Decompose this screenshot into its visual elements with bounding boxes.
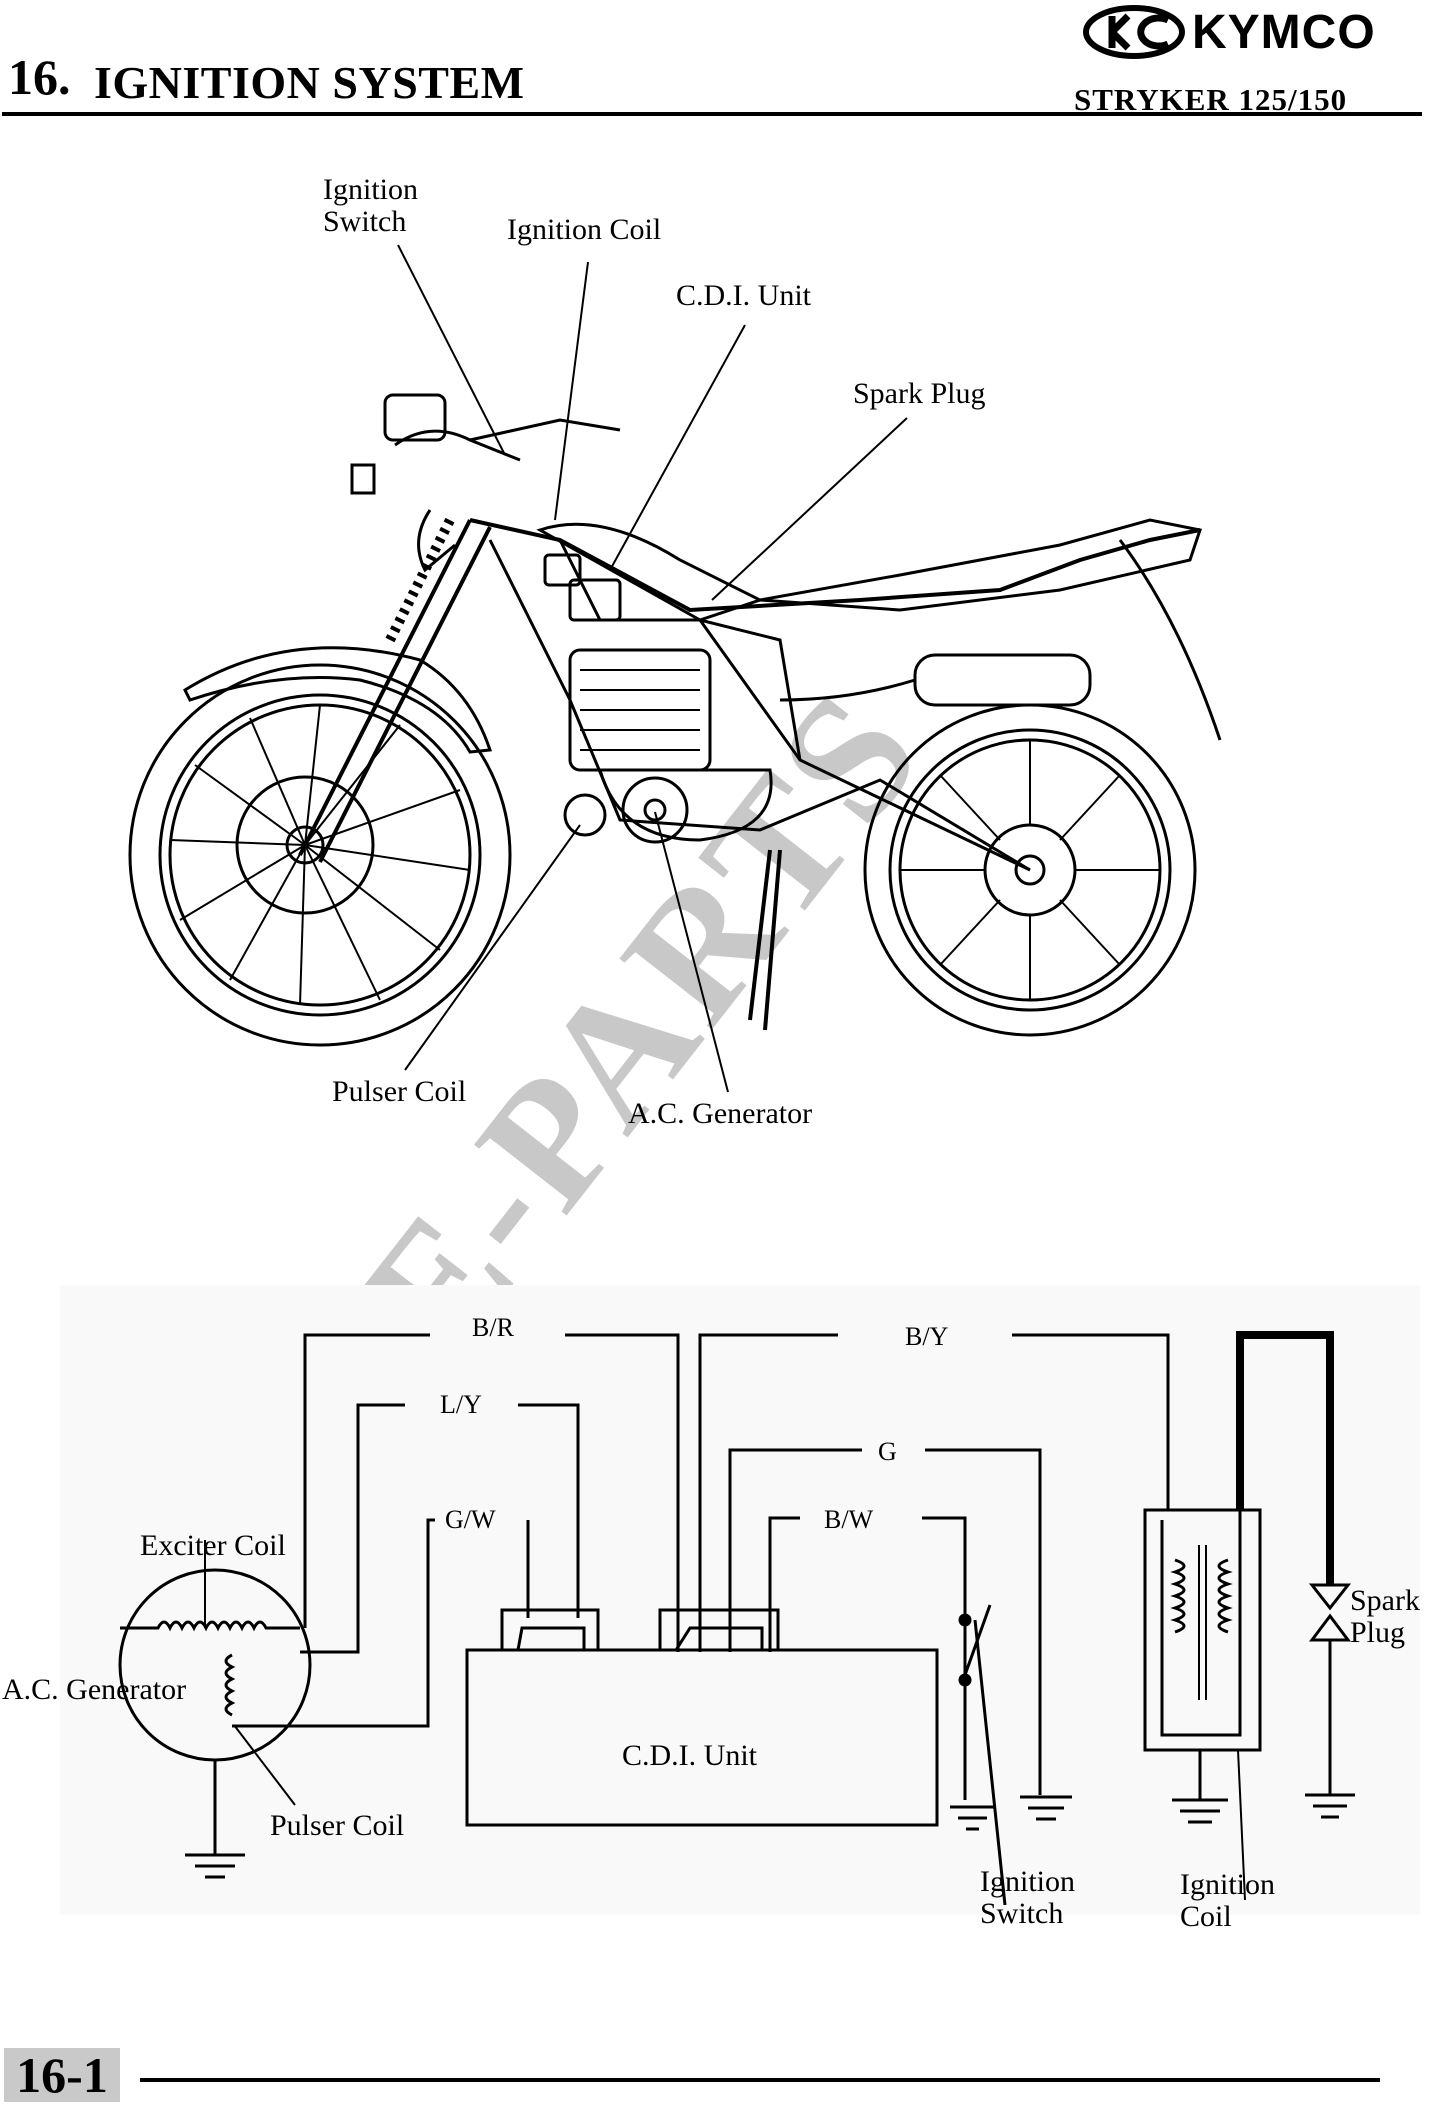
wire-label-b-w: B/W bbox=[824, 1505, 874, 1534]
label-spark-plug: Spark Plug bbox=[1350, 1585, 1420, 1649]
callout-pulser-coil: Pulser Coil bbox=[332, 1075, 467, 1108]
header-rule bbox=[2, 112, 1422, 116]
label-line: Switch bbox=[980, 1897, 1064, 1930]
callout-line: Switch bbox=[323, 205, 407, 238]
label-exciter-coil: Exciter Coil bbox=[140, 1529, 286, 1562]
brand-name: KYMCO bbox=[1192, 5, 1376, 59]
cdi-unit-box bbox=[465, 1648, 939, 1827]
chapter-number: 16. bbox=[8, 49, 71, 105]
brand-logo: KYMCO bbox=[1082, 4, 1376, 60]
callout-line: Ignition bbox=[323, 173, 418, 206]
front-wheel bbox=[128, 663, 512, 1047]
label-pulser-coil: Pulser Coil bbox=[270, 1809, 405, 1842]
page-number: 16-1 bbox=[4, 2048, 120, 2102]
model-name: STRYKER 125/150 bbox=[1074, 82, 1348, 117]
callout-ignition-coil: Ignition Coil bbox=[507, 213, 662, 246]
footer-rule bbox=[140, 2078, 1380, 2082]
label-line: Ignition bbox=[1180, 1868, 1275, 1901]
ignition-switch-upper-contact bbox=[958, 1613, 972, 1627]
callout-ignition-switch: Ignition Switch bbox=[323, 174, 418, 238]
callout-spark-plug: Spark Plug bbox=[853, 377, 986, 410]
label-ignition-switch: Ignition Switch bbox=[980, 1866, 1075, 1930]
kymco-emblem-icon bbox=[1083, 5, 1185, 59]
callout-cdi-unit: C.D.I. Unit bbox=[676, 279, 811, 312]
label-line: Spark bbox=[1350, 1584, 1420, 1617]
callout-ac-generator: A.C. Generator bbox=[628, 1097, 813, 1130]
exciter-coil-symbol bbox=[120, 1620, 300, 1632]
label-line: Coil bbox=[1180, 1900, 1232, 1933]
label-ac-generator: A.C. Generator bbox=[2, 1673, 187, 1706]
pulser-coil-symbol bbox=[224, 1653, 236, 1717]
ignition-coil-box bbox=[1143, 1508, 1262, 1752]
ignition-switch-lower-contact bbox=[958, 1673, 972, 1687]
chapter-title: IGNITION SYSTEM bbox=[94, 57, 525, 108]
wire-label-g-w: G/W bbox=[445, 1505, 496, 1534]
wire-label-b-y: B/Y bbox=[905, 1322, 949, 1351]
wire-label-l-y: L/Y bbox=[440, 1390, 482, 1419]
label-line: Ignition bbox=[980, 1865, 1075, 1898]
wire-label-b-r: B/R bbox=[472, 1313, 514, 1342]
wire-label-g: G bbox=[878, 1437, 897, 1466]
label-ignition-coil: Ignition Coil bbox=[1180, 1869, 1275, 1933]
label-cdi-unit: C.D.I. Unit bbox=[622, 1739, 757, 1772]
label-line: Plug bbox=[1350, 1616, 1406, 1649]
